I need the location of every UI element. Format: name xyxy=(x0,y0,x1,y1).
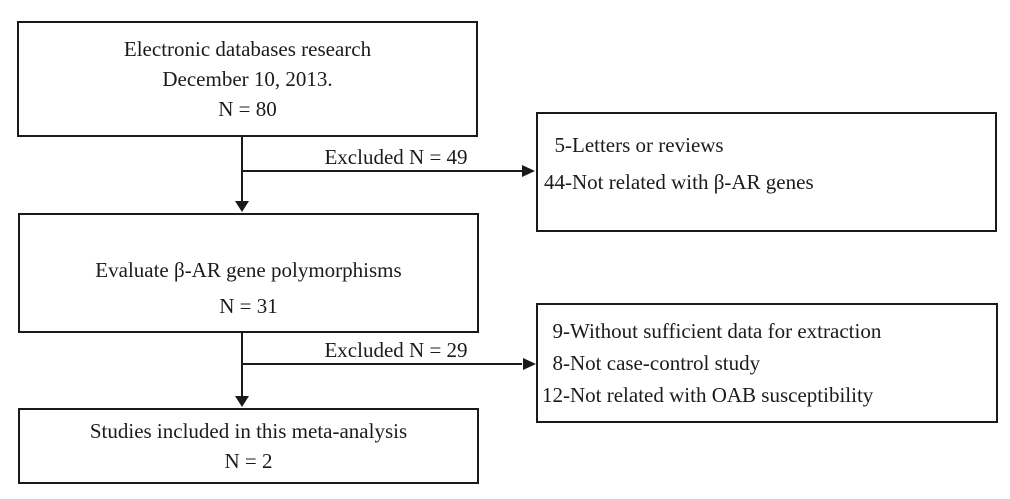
excluded-2-reason-3: 12-Not related with OAB susceptibility xyxy=(542,383,874,407)
arrowhead-right-icon xyxy=(523,358,536,370)
flow-line-excluded-1 xyxy=(242,170,522,172)
search-box: Electronic databases research December 1… xyxy=(17,21,478,137)
included-box: Studies included in this meta-analysis N… xyxy=(18,408,479,484)
excluded-label-2: Excluded N = 29 xyxy=(324,338,468,362)
excluded-label-1: Excluded N = 49 xyxy=(324,145,468,169)
included-box-count: N = 2 xyxy=(224,449,273,473)
flow-line-search-to-evaluate xyxy=(241,137,243,202)
arrowhead-down-icon xyxy=(235,201,249,212)
search-box-line-2: December 10, 2013. xyxy=(162,67,333,91)
excluded-reasons-box-2: 9-Without sufficient data for extraction… xyxy=(536,303,998,423)
flow-line-excluded-2 xyxy=(242,363,522,365)
excluded-2-reason-1: 9-Without sufficient data for extraction xyxy=(542,319,882,343)
included-box-line-1: Studies included in this meta-analysis xyxy=(89,419,408,443)
flow-line-evaluate-to-included xyxy=(241,333,243,397)
arrowhead-right-icon xyxy=(522,165,535,177)
search-box-count: N = 80 xyxy=(218,97,277,121)
excluded-1-reason-2: 44-Not related with β-AR genes xyxy=(544,170,814,194)
evaluate-box-line-1: Evaluate β-AR gene polymorphisms xyxy=(95,258,402,282)
excluded-reasons-box-1: 5-Letters or reviews 44-Not related with… xyxy=(536,112,997,232)
evaluate-box-count: N = 31 xyxy=(219,294,278,318)
search-box-line-1: Electronic databases research xyxy=(123,37,372,61)
excluded-2-reason-2: 8-Not case-control study xyxy=(542,351,761,375)
excluded-1-reason-1: 5-Letters or reviews xyxy=(544,133,724,157)
evaluate-box: Evaluate β-AR gene polymorphisms N = 31 xyxy=(18,213,479,333)
arrowhead-down-icon xyxy=(235,396,249,407)
